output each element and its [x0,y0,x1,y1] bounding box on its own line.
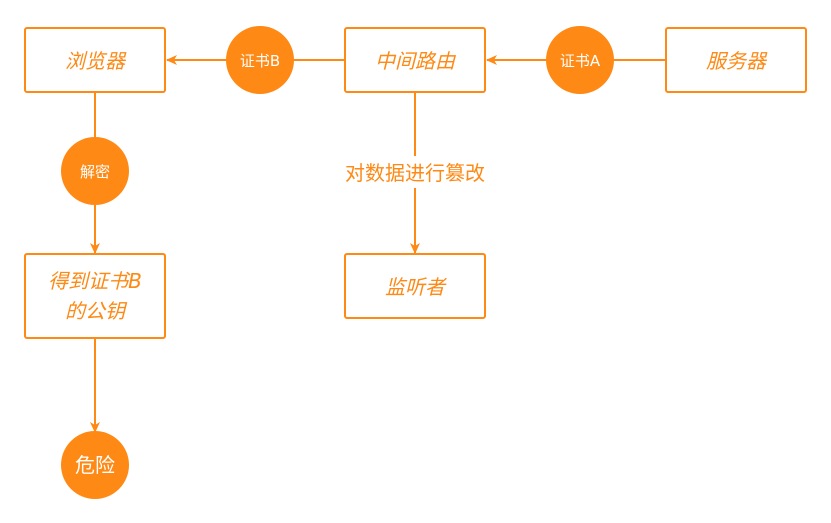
node-get-cert-line1: 得到证书B [48,269,142,293]
node-browser-label: 浏览器 [65,49,127,73]
node-get-cert-line2: 的公钥 [65,299,128,323]
node-get-cert-key: 得到证书B 的公钥 [24,253,166,339]
node-router-label: 中间路由 [375,49,456,73]
connectors [90,55,666,433]
badge-cert-b: 证书B [226,26,294,94]
node-eavesdropper: 监听者 [344,253,486,319]
node-browser: 浏览器 [24,27,166,93]
badge-decrypt: 解密 [61,137,129,205]
badge-cert-b-label: 证书B [240,52,280,70]
edge-tamper-label-group: 对数据进行篡改 [330,156,500,188]
node-router: 中间路由 [344,27,486,93]
badge-danger-label: 危险 [75,453,115,477]
badge-cert-a: 证书A [546,26,614,94]
node-server: 服务器 [665,27,807,93]
node-server-label: 服务器 [706,49,768,73]
edge-tamper-label: 对数据进行篡改 [345,161,485,185]
node-eavesdropper-label: 监听者 [385,275,447,299]
badge-decrypt-label: 解密 [80,163,110,181]
badge-danger: 危险 [61,431,129,499]
badge-cert-a-label: 证书A [560,52,601,70]
